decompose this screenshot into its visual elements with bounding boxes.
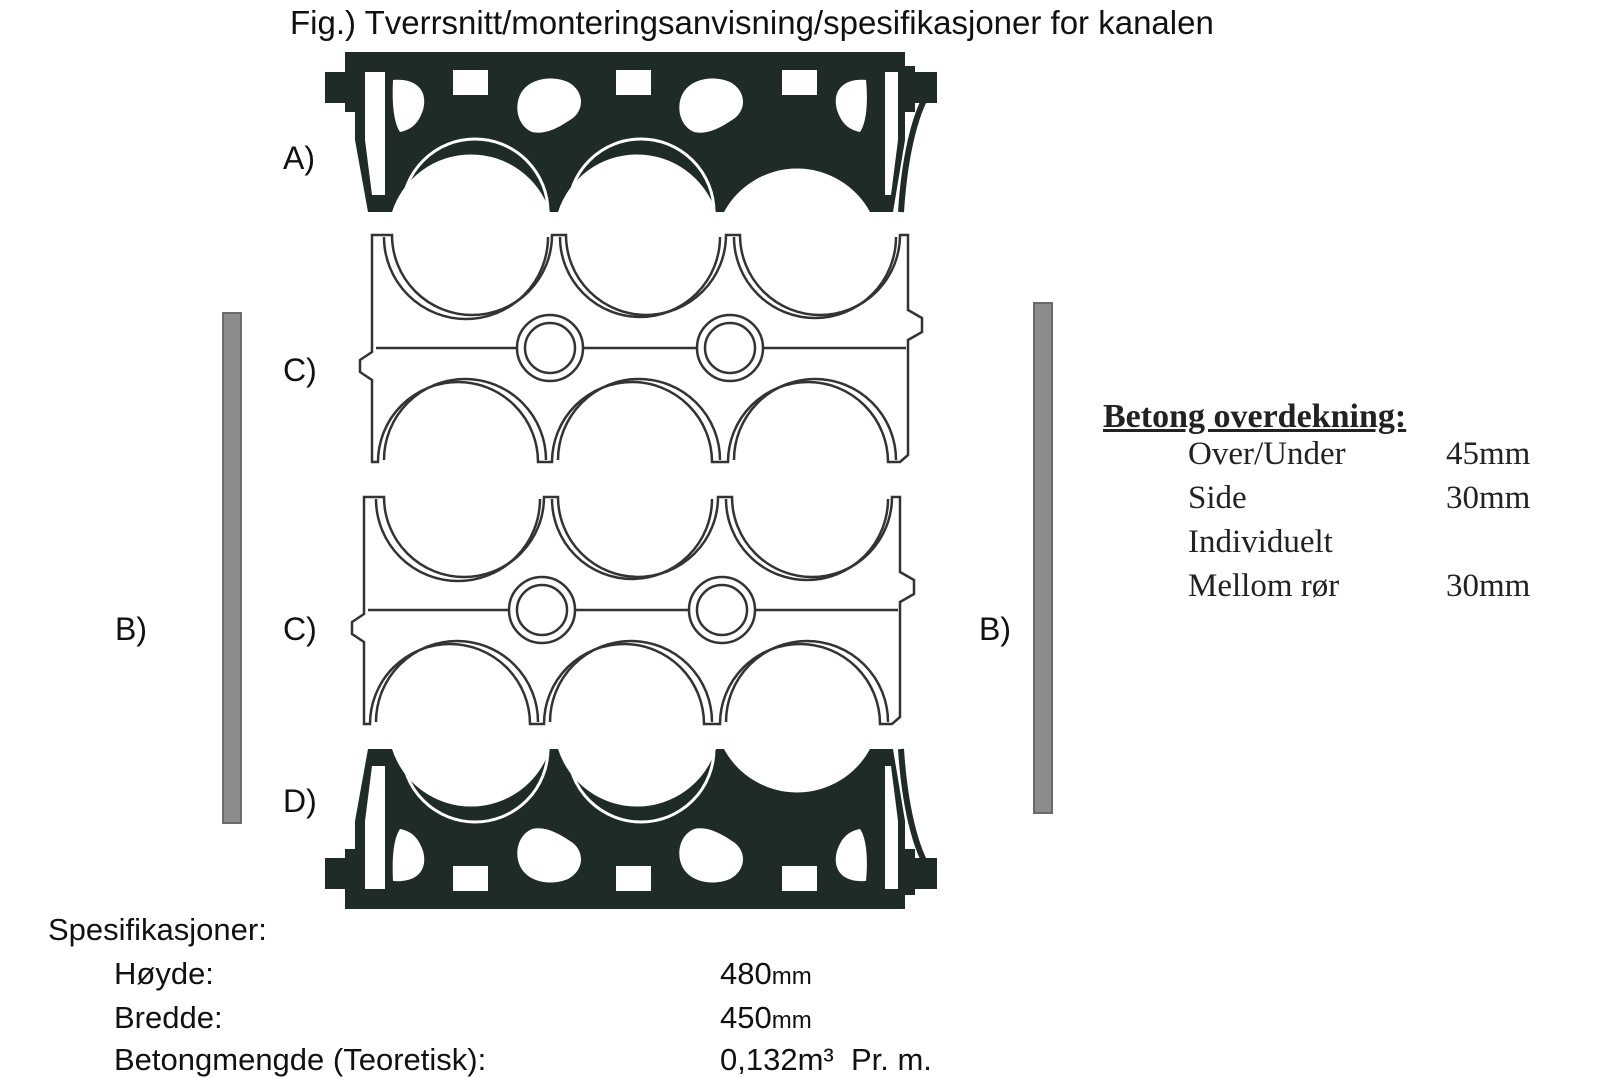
spec-value: 0,132m³ Pr. m. [720, 1042, 932, 1078]
spec-value: 450mm [720, 1000, 812, 1036]
cover-label: Over/Under [1188, 436, 1346, 472]
specifications-heading: Spesifikasjoner: [48, 912, 267, 947]
side-plate-b-right [1033, 302, 1053, 814]
figure-title: Fig.) Tverrsnitt/monteringsanvisning/spe… [290, 4, 1214, 41]
spec-number: 0,132m³ [720, 1042, 834, 1077]
concrete-cover-heading: Betong overdekning: [1103, 398, 1407, 435]
cover-label: Mellom rør [1188, 568, 1340, 604]
part-c-upper-spacer [358, 233, 924, 464]
spec-suffix: Pr. m. [850, 1042, 932, 1077]
part-c-lower-spacer [350, 495, 916, 726]
label-c-upper: C) [283, 352, 317, 388]
cover-value: 30mm [1446, 568, 1531, 604]
spec-number: 450 [720, 1000, 772, 1035]
label-b-right: B) [979, 611, 1011, 647]
side-plate-b-left [222, 312, 242, 824]
cover-label: Side [1188, 480, 1247, 516]
part-a-top-spacer [325, 52, 937, 212]
spec-label: Bredde: [114, 1000, 223, 1035]
spec-label: Betongmengde (Teoretisk): [114, 1042, 487, 1077]
label-c-lower: C) [283, 611, 317, 647]
spec-number: 480 [720, 956, 772, 991]
label-d: D) [283, 783, 317, 819]
spec-value: 480mm [720, 956, 812, 992]
spec-unit: mm [771, 1007, 812, 1034]
label-b-left: B) [115, 611, 147, 647]
cover-value: 45mm [1446, 436, 1531, 472]
spec-label: Høyde: [114, 956, 214, 991]
label-a: A) [283, 140, 315, 176]
part-d-bottom-spacer [325, 749, 937, 909]
cover-label: Individuelt [1188, 524, 1333, 560]
spec-unit: mm [771, 963, 812, 990]
cover-value: 30mm [1446, 480, 1531, 516]
